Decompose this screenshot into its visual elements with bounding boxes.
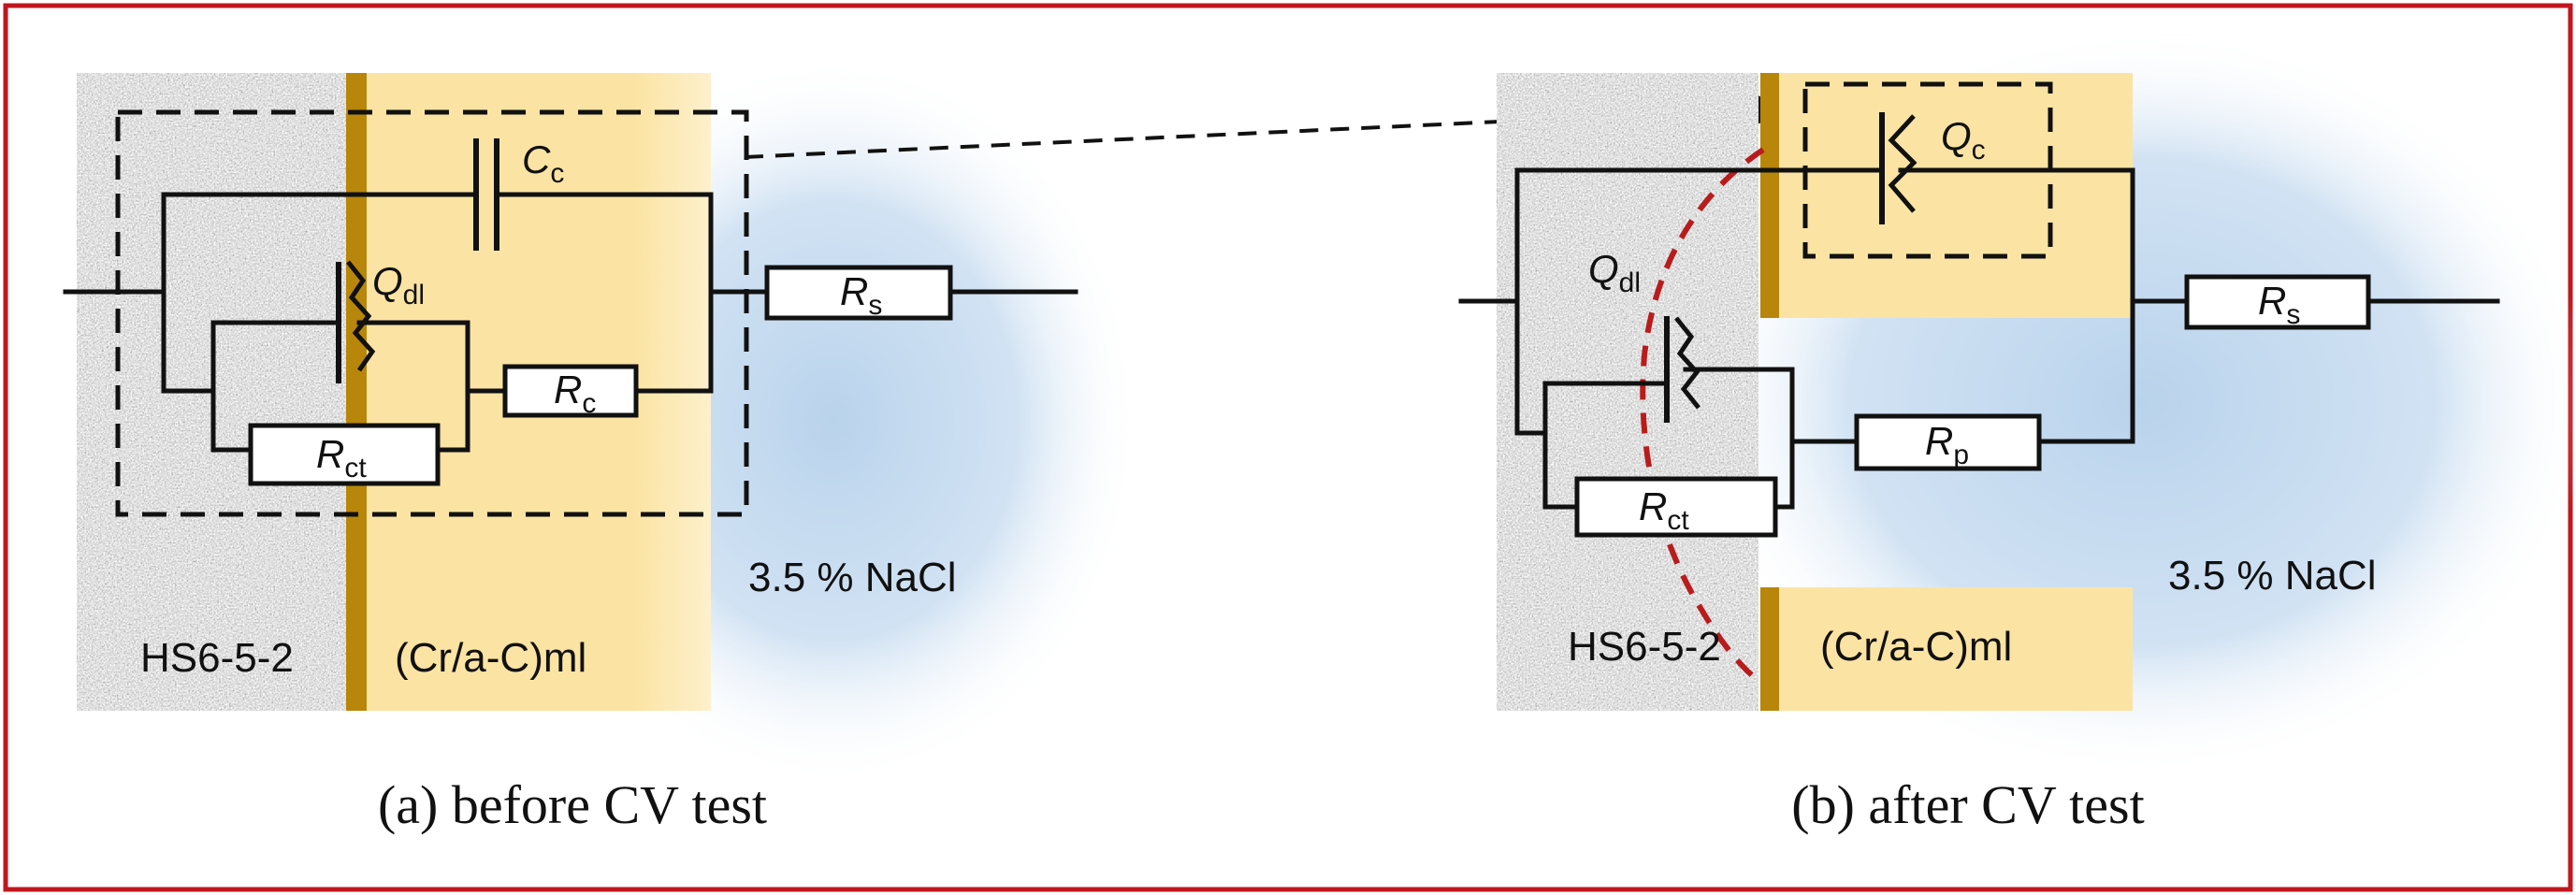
pit-outline <box>1640 147 1765 684</box>
charge-transfer-resistor-label-a: Rct <box>316 432 367 484</box>
caption-a: (a) before CV test <box>378 774 767 835</box>
coating-dashed-box-a <box>115 109 749 517</box>
coating-capacitor-a <box>473 138 499 251</box>
panel-b: Qc Qdl Rp Rct Rs HS6-5-2 (Cr/a-C)ml 3.5 <box>1458 28 2576 835</box>
coating-label-a: (Cr/a-C)ml <box>395 635 586 681</box>
solution-resistor-a <box>764 265 953 321</box>
solution-resistor-b <box>2184 274 2371 330</box>
coating-resistor-a <box>502 364 639 418</box>
electrolyte-label-b: 3.5 % NaCl <box>2168 553 2377 599</box>
double-layer-cpe-b <box>1664 316 1700 423</box>
coating-dashed-box-b <box>1802 81 2053 259</box>
coating-cpe-label-b: Qc <box>1941 114 1986 166</box>
substrate-label-a: HS6-5-2 <box>140 635 294 681</box>
coating-cpe-b <box>1879 112 1918 224</box>
substrate-region-b <box>1497 73 1758 711</box>
charge-transfer-resistor-label-b: Rct <box>1639 484 1689 536</box>
double-layer-cpe-label-b: Qdl <box>1588 247 1641 298</box>
pore-resistor-label-b: Rp <box>1925 419 1969 470</box>
double-layer-cpe-a <box>336 260 376 383</box>
charge-transfer-resistor-b <box>1574 476 1778 538</box>
interlayer-upper-b <box>1760 73 1779 318</box>
double-layer-cpe-label-a: Qdl <box>372 259 425 310</box>
zoom-arrow <box>744 91 1787 159</box>
substrate-label-b: HS6-5-2 <box>1568 624 1721 670</box>
coating-label-b: (Cr/a-C)ml <box>1820 624 2012 670</box>
caption-b: (b) after CV test <box>1791 774 2144 835</box>
charge-transfer-resistor-a <box>248 423 441 486</box>
electrolyte-label-a: 3.5 % NaCl <box>748 555 957 600</box>
circuit-wires-b <box>1458 167 2500 510</box>
interlayer-lower-b <box>1760 587 1779 711</box>
interlayer-a <box>346 73 367 711</box>
pore-resistor-b <box>1854 413 2042 471</box>
circuit-wires-a <box>63 192 1078 453</box>
panel-a: Cc Qdl Rc Rct Rs HS6-5-2 (Cr/a-C)ml 3.5 <box>63 56 1141 835</box>
coating-lower-region-b <box>1777 587 2133 711</box>
coating-upper-region-b <box>1777 73 2133 318</box>
coating-capacitor-label-a: Cc <box>522 137 564 189</box>
solution-resistor-label-a: Rs <box>840 269 882 321</box>
coating-resistor-label-a: Rc <box>554 368 596 419</box>
solution-resistor-label-b: Rs <box>2258 279 2300 330</box>
